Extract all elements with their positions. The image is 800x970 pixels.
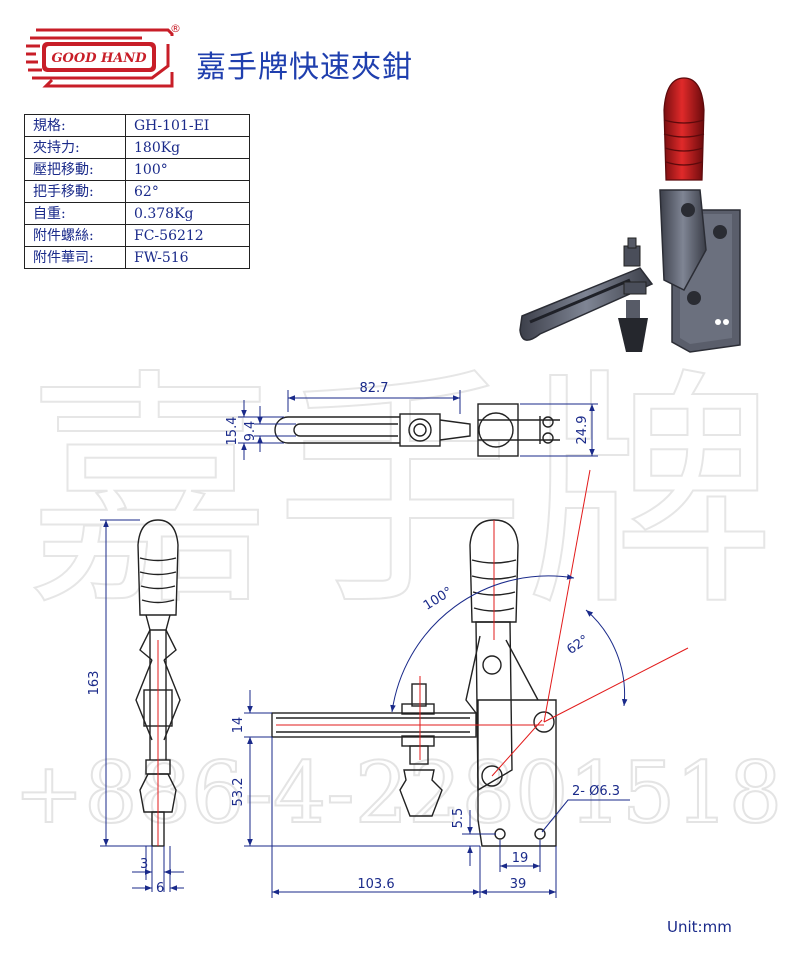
watermark-brand: 嘉手牌	[25, 348, 775, 639]
spec-row: 夾持力:180Kg	[24, 136, 250, 159]
dimension-lines	[100, 390, 630, 898]
page-title: 嘉手牌快速夾鉗	[196, 50, 413, 85]
spec-value: 0.378Kg	[125, 202, 250, 225]
dim-side-a: 3	[140, 857, 148, 872]
brand-logo: GOOD HAND ®	[26, 22, 181, 88]
spec-row: 附件華司:FW-516	[24, 246, 250, 269]
dim-hole-offset: 5.5	[451, 808, 466, 829]
spec-row: 規格:GH-101-EI	[24, 114, 250, 137]
side-view	[135, 519, 181, 847]
dim-bar-height: 14	[231, 717, 246, 734]
dim-top-inner: 9.4	[243, 421, 258, 442]
dim-base-width: 39	[510, 877, 527, 892]
dim-top-outer: 15.4	[225, 417, 240, 446]
dim-side-height: 163	[87, 671, 102, 696]
render-grip	[663, 77, 705, 181]
spec-value: 62°	[125, 180, 250, 203]
unit-label: Unit:mm	[667, 918, 732, 936]
spec-label: 夾持力:	[24, 136, 126, 159]
spec-value: FC-56212	[125, 224, 250, 247]
watermark: 嘉手牌 +886-4-22801518	[13, 347, 783, 843]
render-hole	[715, 319, 721, 325]
top-view	[274, 403, 560, 457]
dim-hole-label: 2- Ø6.3	[572, 784, 620, 799]
spec-value: FW-516	[125, 246, 250, 269]
spec-label: 把手移動:	[24, 180, 126, 203]
registered-mark: ®	[170, 22, 181, 35]
logo-stripes	[26, 28, 174, 88]
dim-top-length: 82.7	[360, 381, 389, 396]
product-render	[519, 77, 741, 353]
dim-top-right: 24.9	[575, 416, 590, 445]
dim-reach: 103.6	[357, 877, 394, 892]
dim-hole-spacing: 19	[512, 851, 529, 866]
dim-base-height: 53.2	[231, 778, 246, 807]
spec-row: 把手移動:62°	[24, 180, 250, 203]
spec-row: 自重:0.378Kg	[24, 202, 250, 225]
spec-value: GH-101-EI	[125, 114, 250, 137]
dim-side-b: 6	[156, 881, 164, 896]
logo-text: GOOD HAND	[51, 51, 147, 66]
watermark-phone: +886-4-22801518	[14, 744, 782, 842]
dimension-labels: 82.7 15.4 9.4 24.9 163 3 6 14 53.2 5.5 2…	[87, 381, 620, 896]
